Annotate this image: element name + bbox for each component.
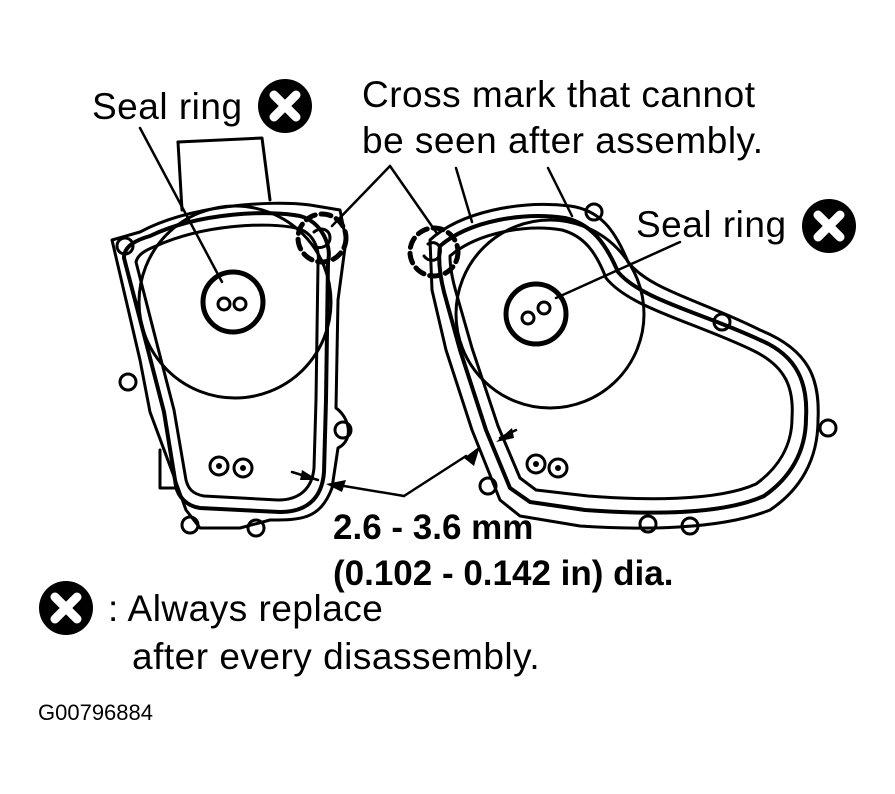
left-bolt-hole [180,515,200,535]
right-sprocket [454,218,646,410]
seal-ring-label-left: Seal ring [92,86,243,127]
left-sprocket [137,204,333,400]
right-bolt-hole [818,418,838,438]
dimension-arrows [290,428,518,498]
leader-seal-ring-left [138,126,224,284]
leader-cross-mark-right [388,164,438,234]
left-housing-block [176,136,272,202]
left-arrow-head [326,480,346,492]
right-gasket-outer [437,214,809,515]
left-bolt-hole [115,236,135,256]
left-bolt-hole [118,372,138,392]
right-seal-ring-hub [503,281,569,347]
right-cover [407,202,838,536]
x-circle-icon [39,581,93,635]
left-cross-mark-circle [295,211,349,265]
x-circle-icon [258,79,312,133]
cross-mark-label-line2: be seen after assembly. [362,120,764,161]
left-gasket-inner [134,223,320,502]
leader-gasket-right [546,166,574,218]
figure-id: G00796884 [38,700,153,725]
seal-ring-label-right: Seal ring [636,204,787,245]
left-seal-ring-hub [200,269,266,335]
legend-line1: : Always replace [108,588,384,629]
right-bolt-hole [584,202,604,222]
dimension-label-in: (0.102 - 0.142 in) dia. [333,554,674,593]
right-gasket-inner [448,226,794,501]
right-bolt-hole [638,514,658,534]
dimension-label-mm: 2.6 - 3.6 mm [333,508,534,547]
x-circle-icon [802,199,856,253]
leader-lines [138,126,682,300]
left-bolt-hole [333,420,353,440]
right-bolt-pair [525,453,547,475]
left-bolt-hole [246,518,266,538]
right-bolt-hole [712,312,732,332]
leader-cross-mark-left [330,164,392,228]
right-arrow-head [464,446,480,466]
legend-line2: after every disassembly. [132,636,541,677]
right-bolt-hole [478,476,498,496]
left-cover [110,136,353,538]
cross-mark-label-line1: Cross mark that cannot [362,74,756,115]
right-cover-outline [428,203,820,530]
leader-gasket-left [454,166,474,224]
right-bolt-hole [680,516,700,536]
leader-seal-ring-right [554,240,682,300]
left-bolt-pair [208,455,230,477]
